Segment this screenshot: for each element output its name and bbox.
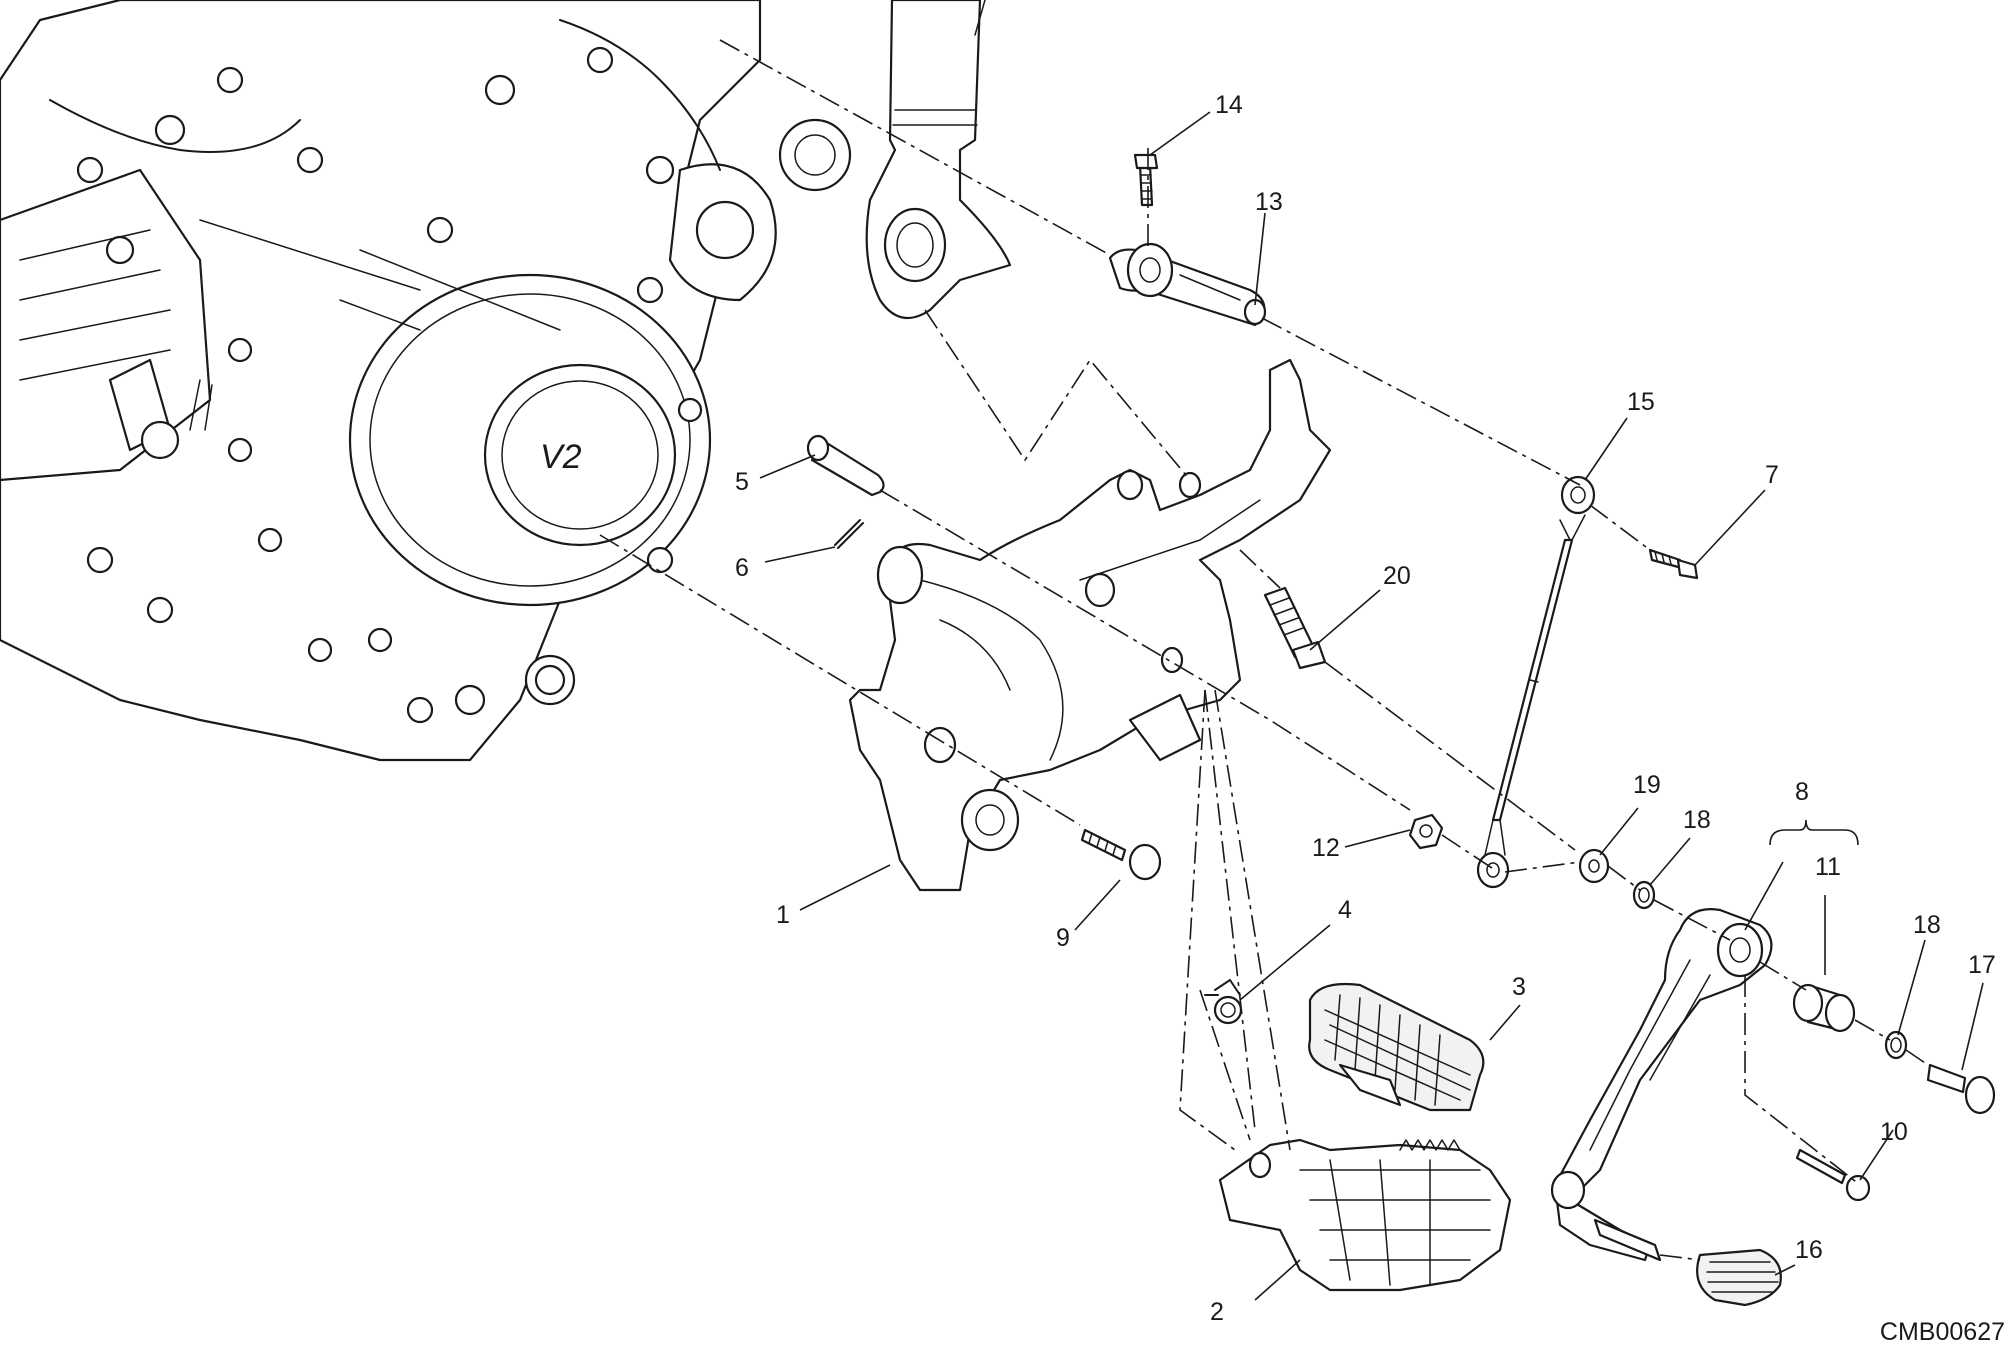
assembly-axis-lines	[599, 39, 1929, 1261]
callout-labels: 1 2 3 4 5 6 7 8 9 10 11 12 13 14 15 16 1…	[735, 91, 1996, 1326]
part-12-nut	[1408, 813, 1444, 850]
part-9-bolt	[1080, 828, 1162, 881]
part-1-footpeg-bracket	[848, 358, 1332, 892]
callout-9: 9	[1056, 924, 1070, 952]
part-20-bolt	[1263, 586, 1327, 670]
callout-3: 3	[1512, 973, 1526, 1001]
callout-7: 7	[1765, 461, 1779, 489]
callout-19: 19	[1633, 771, 1661, 799]
part-5-pin	[806, 434, 885, 497]
callout-14: 14	[1215, 91, 1243, 119]
callout-10: 10	[1880, 1118, 1908, 1146]
callout-16: 16	[1795, 1236, 1823, 1264]
engine-logo: V2	[540, 438, 582, 476]
part-11-bushing	[1792, 983, 1856, 1033]
part-19-washer	[1578, 848, 1610, 884]
part-7-bolt	[1648, 548, 1699, 580]
callout-1: 1	[776, 901, 790, 929]
callout-12: 12	[1312, 834, 1340, 862]
callout-17: 17	[1968, 951, 1996, 979]
callout-6: 6	[735, 554, 749, 582]
callout-15: 15	[1627, 388, 1655, 416]
part-3-rubber-pad	[1308, 982, 1485, 1112]
part-10-bolt	[1795, 1148, 1871, 1202]
part-16-pedal-rubber	[1696, 1248, 1782, 1307]
part-4-spring	[1204, 979, 1243, 1025]
callout-11: 11	[1815, 853, 1841, 881]
part-2-footpeg	[1218, 1138, 1512, 1292]
engine-assembly: V2	[0, 0, 852, 762]
callout-18a: 18	[1683, 806, 1711, 834]
callout-13: 13	[1255, 188, 1283, 216]
part-17-pivot-bolt	[1926, 1063, 1996, 1115]
frame-tube	[865, 0, 1012, 320]
part-18-circlip-a	[1632, 880, 1656, 910]
part-6-cotter-pin	[834, 519, 864, 549]
leader-lines	[759, 111, 1984, 1301]
part-14-screw	[1133, 153, 1159, 207]
part-18-circlip-b	[1884, 1030, 1908, 1060]
callout-5: 5	[735, 468, 749, 496]
callout-4: 4	[1338, 896, 1352, 924]
callout-20: 20	[1383, 562, 1411, 590]
part-8-shift-lever	[1550, 908, 1773, 1262]
callout-2: 2	[1210, 1298, 1224, 1326]
drawing-code: CMB00627	[1880, 1318, 2005, 1346]
callout-8: 8	[1795, 778, 1809, 806]
part-15-linkage-rod	[1476, 475, 1596, 889]
callout-18b: 18	[1913, 911, 1941, 939]
part-13-shift-arm	[1108, 242, 1267, 327]
